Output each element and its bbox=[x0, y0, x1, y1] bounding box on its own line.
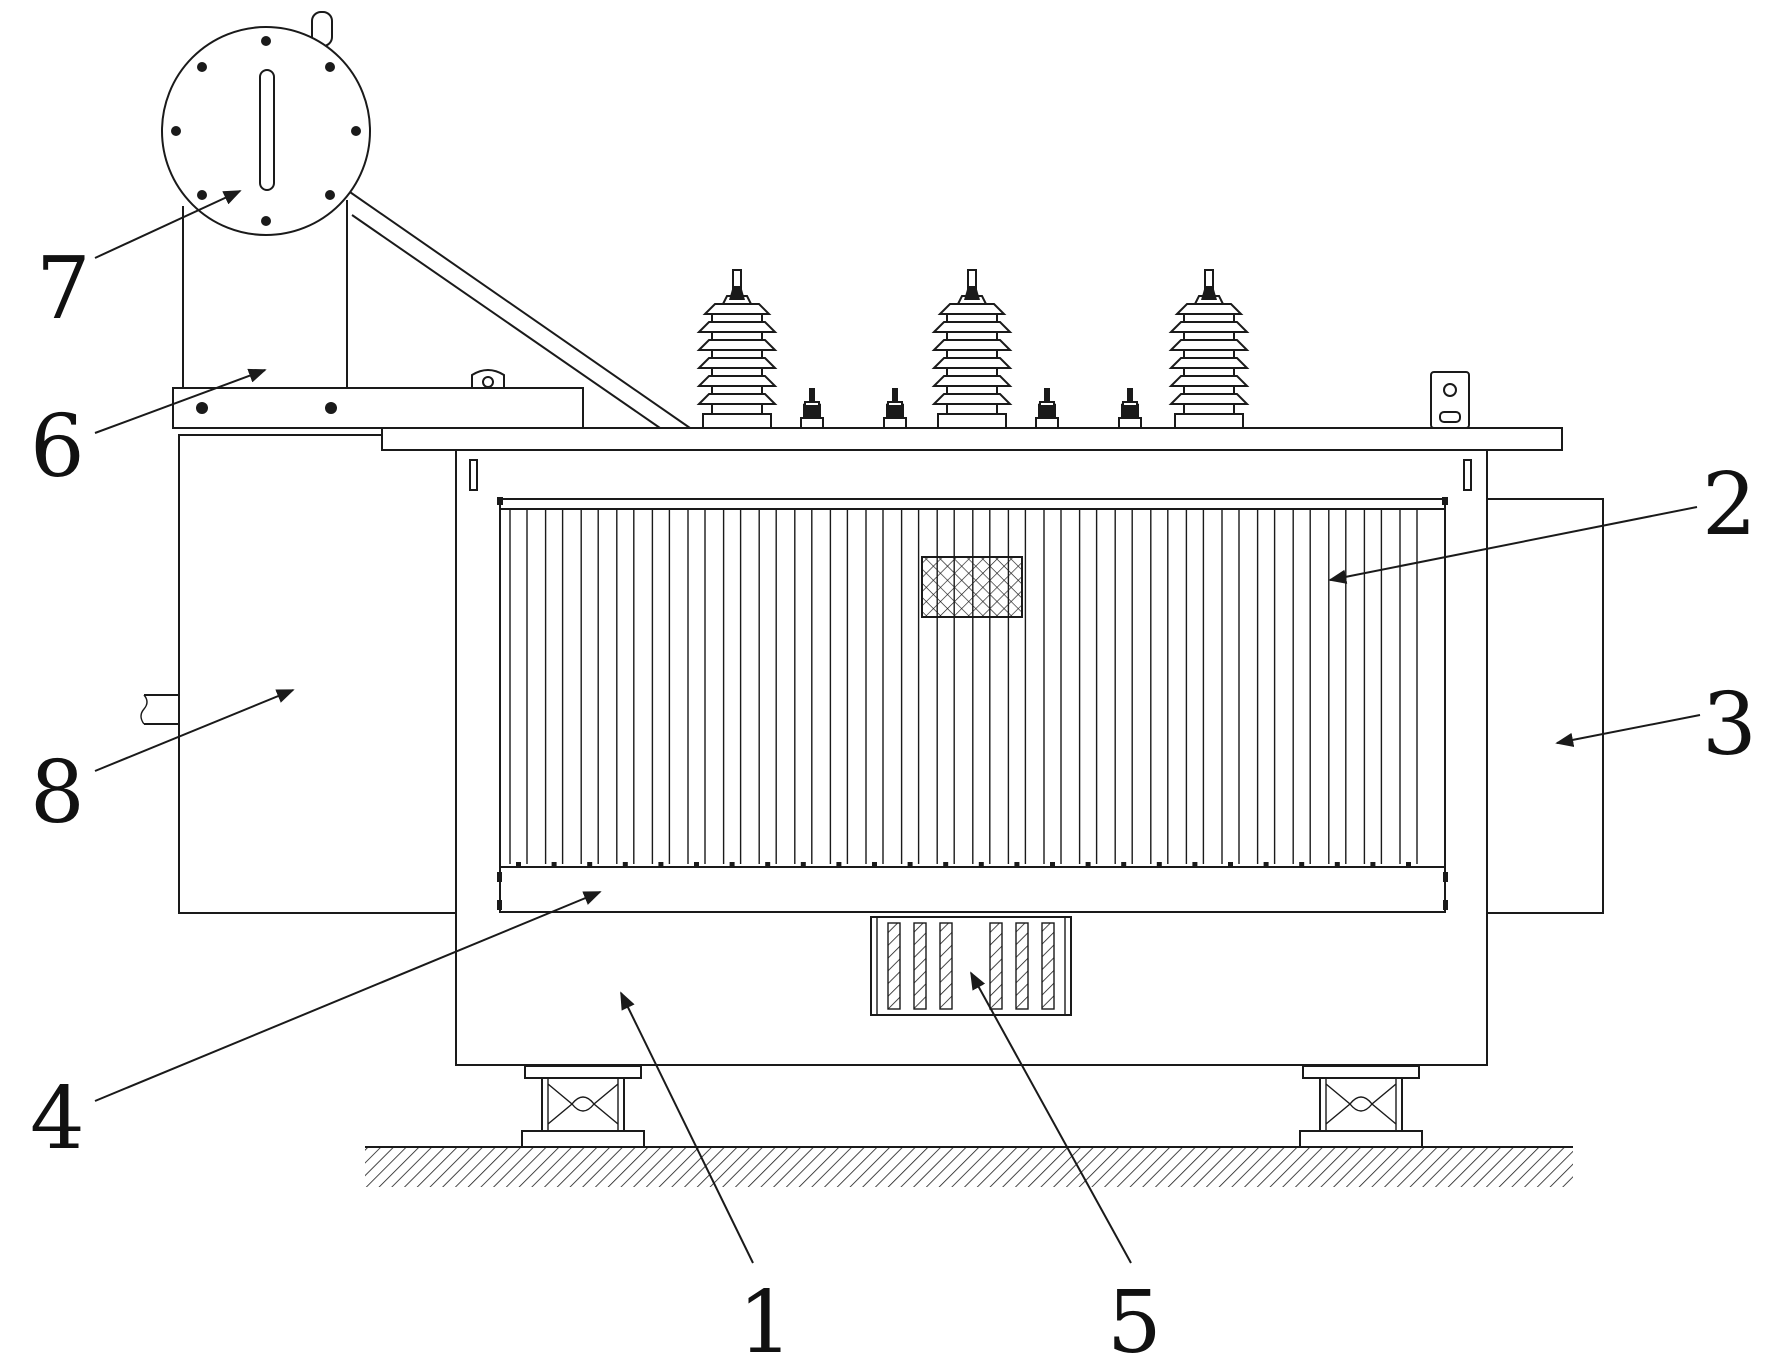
lifting-lug-left bbox=[471, 369, 505, 389]
hv-bushing-2 bbox=[931, 269, 1013, 429]
lv-bushing-1 bbox=[800, 388, 824, 429]
hv-bushing-3 bbox=[1168, 269, 1250, 429]
label-4: 4 bbox=[30, 1069, 85, 1169]
label-6: 6 bbox=[30, 397, 85, 497]
support-foot-right bbox=[1299, 1065, 1423, 1148]
lifting-lug-right bbox=[1430, 371, 1470, 429]
lv-bushing-4 bbox=[1118, 388, 1142, 429]
hv-bushing-1 bbox=[696, 269, 778, 429]
label-1: 1 bbox=[738, 1273, 793, 1368]
label-2: 2 bbox=[1702, 455, 1757, 555]
left-cabinet bbox=[140, 434, 457, 914]
conservator-support bbox=[182, 189, 691, 429]
lv-bushing-3 bbox=[1035, 388, 1059, 429]
radiator-fins bbox=[497, 497, 1448, 868]
label-7: 7 bbox=[36, 239, 91, 339]
mounting-plate bbox=[172, 387, 584, 429]
label-8: 8 bbox=[30, 743, 85, 843]
nameplate bbox=[921, 556, 1023, 618]
base-bar bbox=[497, 866, 1448, 913]
ground bbox=[365, 1146, 1573, 1187]
support-foot-left bbox=[521, 1065, 645, 1148]
vent-grille bbox=[870, 916, 1072, 1016]
label-5: 5 bbox=[1107, 1273, 1162, 1368]
top-cover bbox=[381, 427, 1563, 451]
conservator-tank bbox=[161, 11, 371, 236]
right-cabinet bbox=[1482, 498, 1604, 914]
lv-bushing-2 bbox=[883, 388, 907, 429]
label-3: 3 bbox=[1702, 675, 1757, 775]
leader-lines bbox=[94, 190, 1701, 1264]
